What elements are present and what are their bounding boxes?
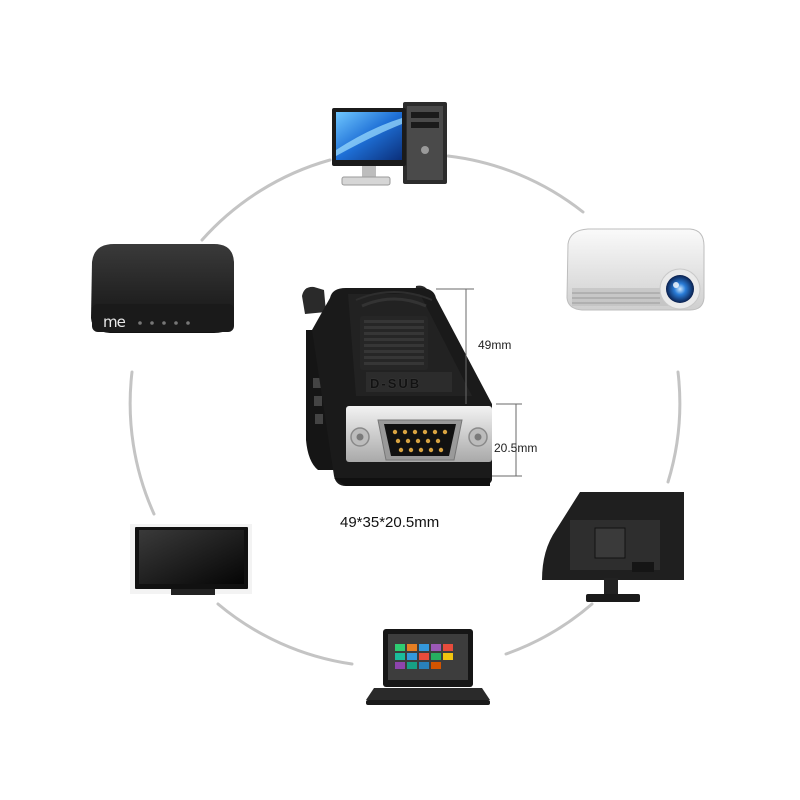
overall-dimensions-label: 49*35*20.5mm	[340, 514, 440, 531]
connection-ring	[128, 154, 682, 666]
ring-arc-bottom-left	[216, 602, 354, 666]
ring-arc-left	[128, 370, 156, 516]
dsub-connector	[302, 285, 492, 486]
ring-arc-right	[666, 370, 682, 484]
connector-brand-mark: D-SUB	[370, 376, 422, 391]
ring-arc-top-right	[446, 154, 585, 214]
height-dimension-label: 49mm	[478, 338, 512, 352]
laptop	[366, 629, 490, 705]
ring-arc-bottom-right	[504, 602, 594, 656]
desktop-computer	[332, 102, 447, 186]
flat-tv	[130, 524, 252, 595]
projector	[566, 228, 705, 311]
monitor-rear	[542, 492, 684, 602]
network-router	[91, 244, 234, 333]
dimension-lines	[436, 288, 522, 477]
router-logo: me	[103, 313, 126, 331]
ring-arc-top-left	[200, 158, 332, 242]
depth-dimension-label: 20.5mm	[494, 441, 538, 455]
